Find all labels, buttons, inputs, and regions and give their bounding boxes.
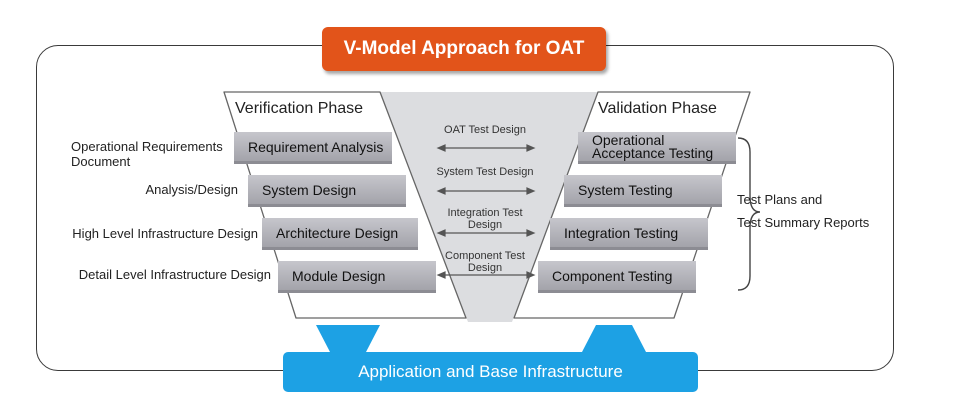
foundation-box: Application and Base Infrastructure	[283, 352, 698, 392]
label-high-level-infrastructure-design: High Level Infrastructure Design	[72, 226, 258, 241]
label-integration-test-design: Integration Test Design	[447, 207, 523, 231]
step-architecture-design: Architecture Design	[262, 218, 418, 250]
diagram-title: V-Model Approach for OAT	[322, 27, 606, 71]
label-component-test-design: Component Test Design	[445, 250, 525, 274]
right-up-arrow	[582, 325, 646, 352]
center-funnel	[380, 92, 598, 322]
double-arrow-2	[436, 187, 536, 195]
step-requirement-analysis: Requirement Analysis	[234, 132, 392, 164]
validation-phase-title: Validation Phase	[598, 100, 717, 117]
double-arrow-4	[436, 271, 536, 279]
label-oat-test-design: OAT Test Design	[444, 124, 526, 136]
label-system-test-design: System Test Design	[436, 166, 534, 178]
step-system-design: System Design	[248, 175, 406, 207]
step-system-testing: System Testing	[564, 175, 722, 207]
label-test-plans: Test Plans and	[737, 192, 823, 207]
label-test-summary-reports: Test Summary Reports	[737, 215, 870, 230]
verification-phase-title: Verification Phase	[235, 100, 364, 117]
right-brace	[737, 137, 761, 291]
left-down-arrow	[316, 325, 380, 352]
step-component-testing: Component Testing	[538, 261, 696, 293]
label-detail-level-infrastructure-design: Detail Level Infrastructure Design	[78, 267, 271, 282]
step-module-design: Module Design	[278, 261, 436, 293]
label-analysis-design: Analysis/Design	[145, 182, 239, 197]
label-operational-requirements-document: Operational Requirements Document	[71, 139, 223, 169]
double-arrow-1	[436, 144, 536, 152]
step-operational-acceptance-testing: Operational Acceptance Testing	[578, 132, 736, 164]
double-arrow-3	[436, 229, 536, 237]
step-integration-testing: Integration Testing	[550, 218, 708, 250]
